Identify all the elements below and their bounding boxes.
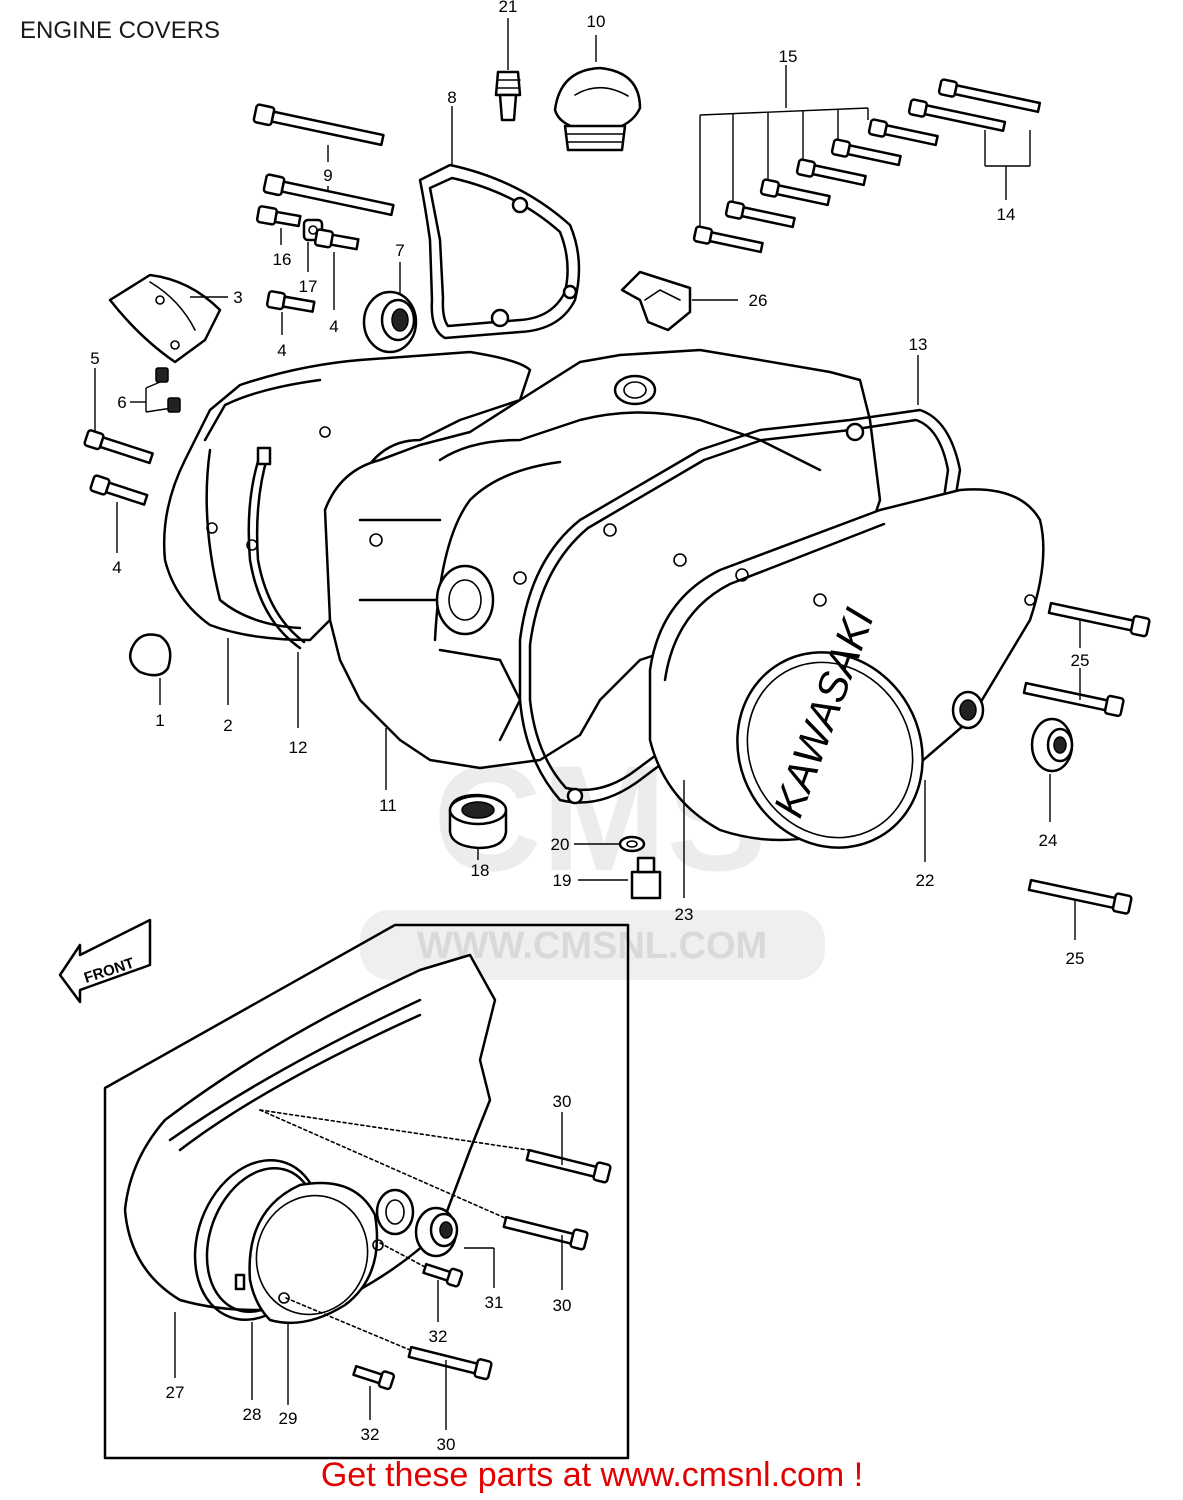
callout-4-b: 4	[277, 341, 286, 360]
callout-20: 20	[551, 835, 570, 854]
part-1-cap	[129, 633, 172, 705]
part-9-bolts	[252, 103, 395, 217]
callout-15: 15	[779, 47, 798, 66]
callout-27: 27	[166, 1383, 185, 1402]
part-24-oil-seal	[1030, 717, 1074, 822]
callout-28: 28	[243, 1405, 262, 1424]
callout-7: 7	[395, 241, 404, 260]
callout-29: 29	[279, 1409, 298, 1428]
part-26-clamp	[620, 270, 738, 332]
callout-25-b: 25	[1066, 949, 1085, 968]
callout-23: 23	[675, 905, 694, 924]
callout-21: 21	[499, 0, 518, 16]
part-10-oil-filler-cap	[553, 35, 642, 152]
part-22-right-cover: KAWASAKI	[648, 488, 1045, 862]
part-14-screws	[907, 78, 1042, 200]
part-19-drain-plug	[578, 856, 662, 900]
callout-11: 11	[379, 796, 397, 815]
callout-30-a: 30	[553, 1092, 572, 1111]
callout-1: 1	[155, 711, 164, 730]
callout-12: 12	[289, 738, 308, 757]
watermark-url: WWW.CMSNL.COM	[417, 925, 767, 967]
callout-32-b: 32	[361, 1425, 380, 1444]
callout-31: 31	[485, 1293, 504, 1312]
callout-4-c: 4	[112, 558, 121, 577]
part-25-bolts	[1022, 601, 1151, 940]
part-5-screw	[83, 368, 154, 465]
callout-22: 22	[916, 871, 935, 890]
part-6-screw-set	[130, 367, 181, 413]
part-11-crankcase	[323, 348, 882, 790]
part-21-nipple	[494, 18, 522, 122]
callout-30-c: 30	[437, 1435, 456, 1454]
part-31-oil-seal	[414, 1206, 495, 1288]
callout-32-a: 32	[429, 1327, 448, 1346]
front-direction-marker: FRONT	[58, 918, 152, 1004]
watermark-banner	[360, 910, 825, 980]
inset-box	[103, 923, 630, 1460]
part-13-gasket	[518, 355, 962, 805]
callout-16: 16	[273, 250, 292, 269]
part-32-screws	[352, 1242, 464, 1420]
part-4-screw-upper	[313, 228, 360, 310]
callout-labels: 21 10 15 8 9 14 16 17 7 3 4 4 26 13 5 6 …	[90, 0, 1089, 1454]
callout-14: 14	[997, 205, 1016, 224]
part-15-screw-set	[692, 65, 939, 254]
callout-26: 26	[749, 291, 768, 310]
callout-9: 9	[323, 166, 332, 185]
part-7-oil-seal	[362, 262, 418, 354]
part-12-gasket	[247, 446, 306, 728]
part-16-bolt	[255, 205, 302, 245]
part-4-screw-left	[89, 474, 149, 553]
callout-25-a: 25	[1071, 651, 1090, 670]
callout-17: 17	[299, 277, 318, 296]
callout-13: 13	[909, 335, 928, 354]
callout-3: 3	[233, 288, 242, 307]
part-18-oil-seal	[448, 793, 508, 860]
part-30-bolts	[259, 1109, 612, 1430]
callout-10: 10	[587, 12, 606, 31]
footer-promo-link[interactable]: Get these parts at www.cmsnl.com !	[321, 1456, 863, 1494]
part-3-guide-plate	[108, 273, 228, 364]
diagram-title: ENGINE COVERS	[20, 17, 220, 44]
part-8-gasket	[418, 106, 581, 340]
callout-5: 5	[90, 349, 99, 368]
callout-30-b: 30	[553, 1296, 572, 1315]
callout-19: 19	[553, 871, 572, 890]
part-4-screw-mid	[265, 290, 316, 335]
part-29-cap	[248, 1181, 384, 1405]
part-20-washer	[574, 835, 646, 853]
callout-2: 2	[223, 716, 232, 735]
callout-4-a: 4	[329, 317, 338, 336]
callout-6: 6	[117, 393, 126, 412]
callout-24: 24	[1039, 831, 1058, 850]
callout-8: 8	[447, 88, 456, 107]
callout-18: 18	[471, 861, 490, 880]
